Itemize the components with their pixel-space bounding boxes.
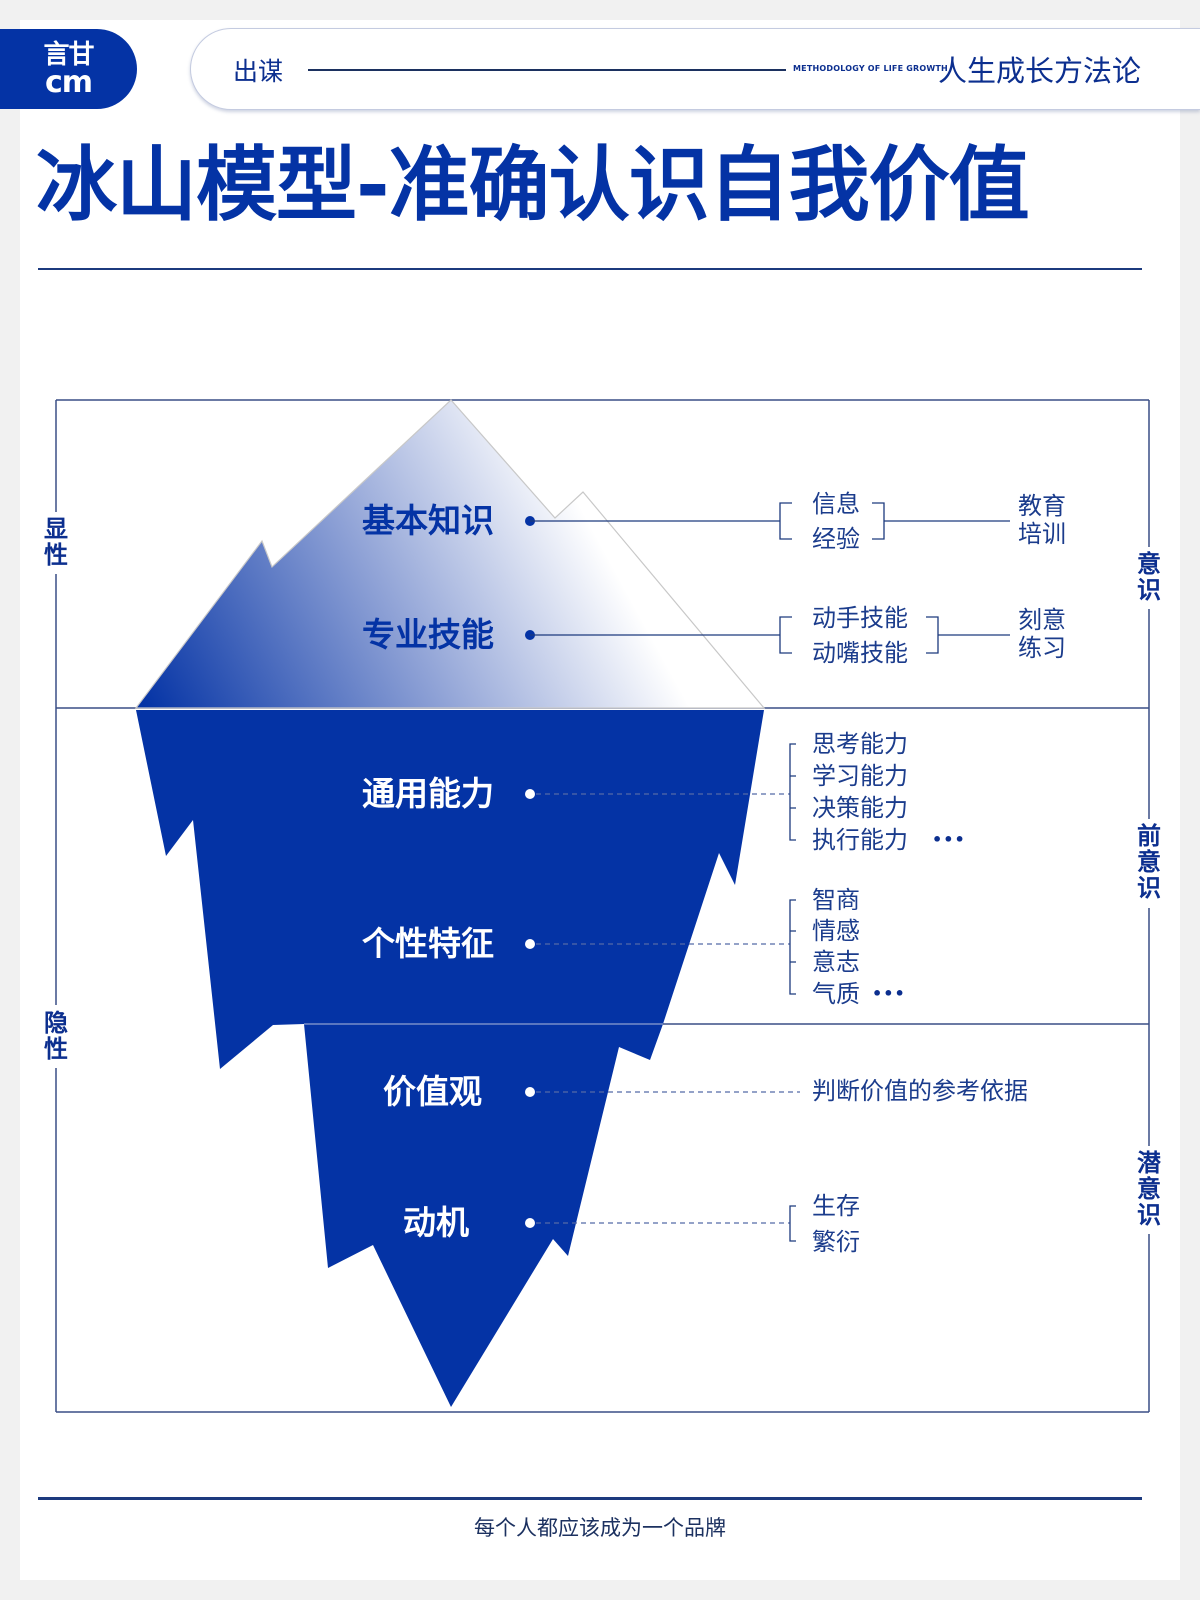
brand-logo: 言甘 cm [0,29,137,109]
tagline-chinese: 人生成长方法论 [938,54,1142,88]
item-verbal-skills: 动嘴技能 [812,639,908,667]
label-conscious: 意识 [1134,551,1164,603]
layer-general-ability: 通用能力 [362,774,494,813]
item-experience: 经验 [812,525,860,553]
item-temperament: 气质 [812,980,860,1008]
item-iq: 智商 [812,886,860,914]
connector-lines [525,502,1010,654]
iceberg-body [136,710,764,1407]
layer-professional-skills: 专业技能 [362,615,494,654]
frame-lines [55,399,1150,1413]
iceberg-tip [134,399,766,709]
item-survival: 生存 [812,1192,860,1220]
item-decision-ability: 决策能力 [812,794,908,822]
header-divider [308,69,786,71]
item-learning-ability: 学习能力 [812,762,908,790]
footer-slogan: 每个人都应该成为一个品牌 [474,1516,726,1540]
layer-motivation: 动机 [403,1203,469,1242]
item-reproduction: 繁衍 [812,1228,860,1256]
layer-personality: 个性特征 [362,924,494,963]
label-subconscious: 潜意识 [1134,1150,1164,1228]
more-ellipsis-icon: ••• [932,830,966,849]
method-education: 教育 [1018,492,1066,520]
method-practice: 练习 [1018,634,1066,662]
item-execution-ability: 执行能力 [812,826,908,854]
more-ellipsis-icon: ••• [872,984,906,1003]
title-divider [38,268,1142,270]
item-will: 意志 [812,948,860,976]
footer-divider [38,1497,1142,1500]
method-deliberate: 刻意 [1018,606,1066,634]
item-information: 信息 [812,490,860,518]
tagline-english: METHODOLOGY OF LIFE GROWTH [793,64,948,73]
page-title: 冰山模型-准确认识自我价值 [36,139,1030,233]
label-preconscious: 前意识 [1134,823,1164,901]
logo-top-glyph: 言甘 [43,40,94,70]
label-explicit: 显性 [41,516,71,568]
item-hands-on-skills: 动手技能 [812,604,908,632]
label-implicit: 隐性 [41,1010,71,1062]
layer-basic-knowledge: 基本知识 [362,501,494,540]
brand-name: 出谋 [233,57,284,86]
layer-values: 价值观 [383,1072,482,1111]
item-value-judgment-basis: 判断价值的参考依据 [812,1077,1028,1105]
item-thinking-ability: 思考能力 [812,730,908,758]
logo-bottom-glyph: cm [44,65,93,100]
item-emotion: 情感 [812,917,860,945]
method-training: 培训 [1018,520,1066,548]
dashed-connectors [525,743,800,1242]
